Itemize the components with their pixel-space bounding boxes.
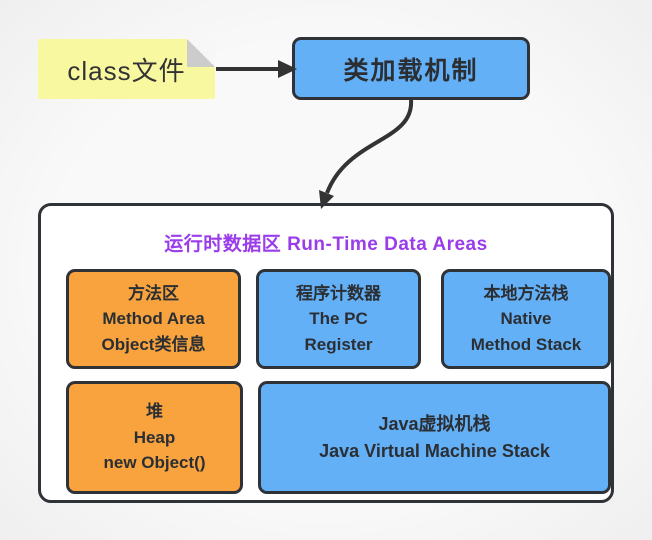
- jvm-stack-line: Java Virtual Machine Stack: [319, 440, 550, 461]
- class-loader-box: 类加载机制: [292, 37, 530, 100]
- method-area-box: 方法区 Method Area Object类信息: [66, 269, 241, 369]
- class-file-label: class文件: [67, 55, 186, 86]
- method-area-line: 方法区: [128, 283, 179, 303]
- class-loader-label: 类加载机制: [343, 56, 479, 85]
- runtime-data-areas-panel: 运行时数据区 Run-Time Data Areas 方法区 Method Ar…: [38, 203, 614, 503]
- native-method-stack-box: 本地方法栈 Native Method Stack: [441, 269, 611, 369]
- heap-line: Heap: [133, 427, 176, 447]
- native-method-stack-line: Native: [500, 309, 552, 329]
- pc-register-line: Register: [304, 334, 373, 354]
- folded-corner-icon: [187, 39, 215, 67]
- native-method-stack-line: Method Stack: [470, 334, 582, 354]
- pc-register-box: 程序计数器 The PC Register: [256, 269, 421, 369]
- heap-line: 堆: [146, 402, 163, 422]
- native-method-stack-line: 本地方法栈: [483, 283, 569, 303]
- jvm-stack-line: Java虚拟机栈: [378, 413, 491, 434]
- arrow-curved-down-icon: [319, 99, 414, 209]
- arrow-right-icon: [216, 60, 297, 78]
- runtime-data-areas-title: 运行时数据区 Run-Time Data Areas: [164, 234, 488, 255]
- heap-line: new Object(): [103, 453, 206, 473]
- heap-box: 堆 Heap new Object(): [66, 381, 243, 494]
- pc-register-line: 程序计数器: [296, 283, 381, 303]
- method-area-line: Object类信息: [101, 334, 206, 354]
- method-area-line: Method Area: [102, 309, 205, 329]
- pc-register-line: The PC: [309, 309, 368, 329]
- jvm-stack-box: Java虚拟机栈 Java Virtual Machine Stack: [258, 381, 611, 494]
- class-file-note: class文件: [38, 39, 215, 99]
